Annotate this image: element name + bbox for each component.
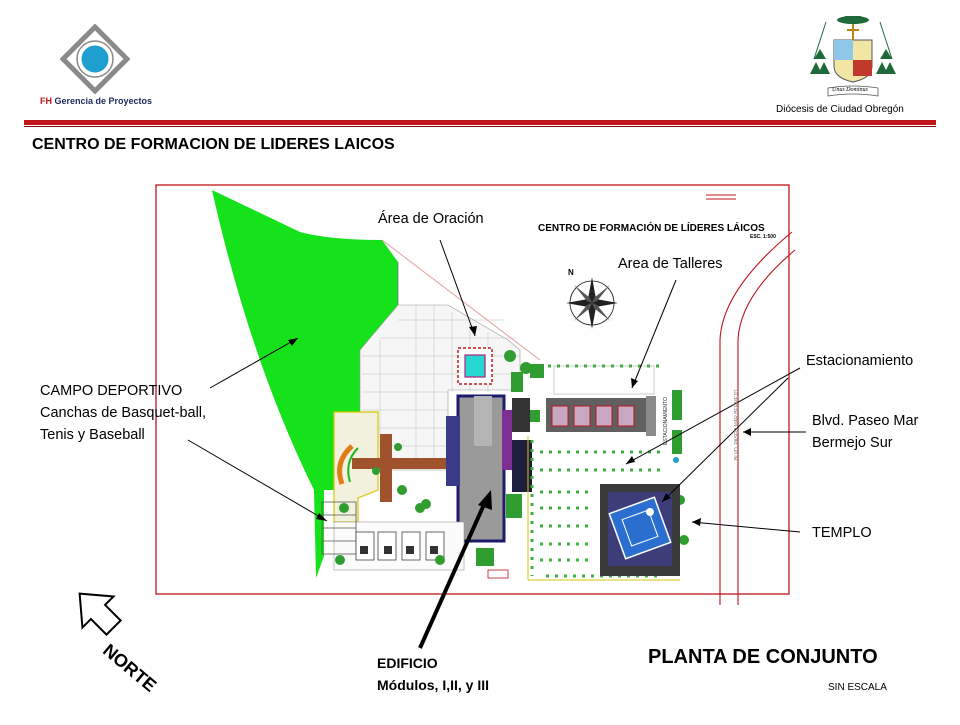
fh-logo [59, 23, 131, 95]
page-title: CENTRO DE FORMACION DE LIDERES LAICOS [32, 136, 395, 153]
scale-note: SIN ESCALA [828, 682, 887, 693]
blvd-line-1: Blvd. Paseo Mar [812, 413, 919, 429]
crest-motto: Unus Dominus [832, 87, 868, 93]
sports-field [212, 190, 398, 578]
diocese-crest-icon [806, 14, 900, 100]
campo-line-3: Tenis y Baseball [40, 427, 145, 443]
plan-inner-title: CENTRO DE FORMACIÓN DE LÍDERES LÁICOS [538, 223, 765, 234]
plan-title: PLANTA DE CONJUNTO [648, 646, 878, 668]
boulevard-tag: BLVD. PASEO MAR BERMEJO [734, 389, 740, 460]
campo-line-2: Canchas de Basquet-ball, [40, 405, 207, 421]
site-plan-border [155, 184, 790, 595]
compass-n-label: N [568, 268, 574, 277]
blvd-line-2: Bermejo Sur [812, 435, 893, 451]
label-templo: TEMPLO [812, 525, 872, 541]
label-boulevard: Blvd. Paseo Mar Bermejo Sur [812, 410, 918, 454]
brown-cross [352, 458, 474, 469]
campo-line-1: CAMPO DEPORTIVO [40, 383, 183, 399]
label-estacionamiento: Estacionamiento [806, 353, 914, 369]
label-campo-deportivo: CAMPO DEPORTIVO Canchas de Basquet-ball,… [40, 380, 206, 446]
edificio-line-2: Módulos, I,II, y III [377, 677, 490, 693]
label-area-oracion: Área de Oración [378, 211, 484, 227]
plaza-grid [359, 304, 521, 471]
label-area-talleres: Area de Talleres [618, 256, 723, 272]
header-divider-thin [24, 126, 936, 127]
compass-rose-icon [566, 277, 618, 329]
company-name: FH Gerencia de Proyectos [40, 96, 153, 106]
header-divider [24, 120, 936, 125]
north-arrow-icon [78, 592, 123, 637]
edificio-line-1: EDIFICIO [377, 655, 438, 671]
diocese-name: Diócesis de Ciudad Obregón [776, 104, 904, 115]
plan-inner-subtitle: ESC. 1:500 [750, 234, 776, 240]
parking-tag: ESTACIONAMIENTO [663, 397, 669, 445]
label-edificio: EDIFICIO Módulos, I,II, y III [377, 652, 489, 696]
